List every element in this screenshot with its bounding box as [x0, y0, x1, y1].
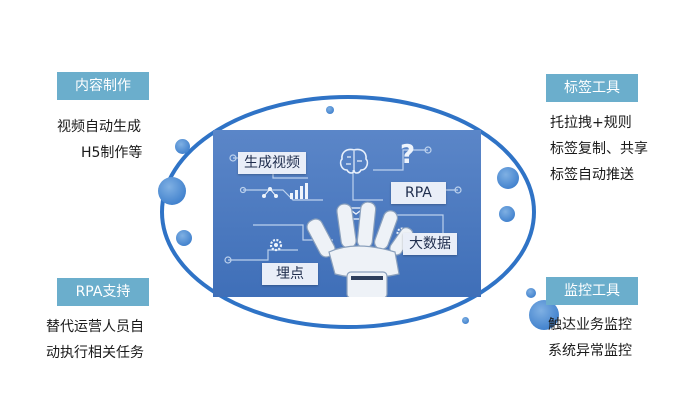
monitor-tool-desc: 触达业务监控 系统异常监控	[548, 312, 632, 364]
desc-line: 托拉拽+规则	[550, 115, 632, 131]
desc-line: 动执行相关任务	[46, 345, 144, 361]
ring-dot	[326, 106, 334, 114]
desc-line: 系统异常监控	[548, 343, 632, 359]
ring-dot	[158, 177, 186, 205]
ring-dot	[175, 139, 190, 154]
label-tracking-point: 埋点	[262, 263, 318, 285]
label-generate-video: 生成视频	[238, 152, 306, 174]
ring-dot	[529, 300, 559, 330]
ring-dot	[462, 317, 469, 324]
desc-line: 标签自动推送	[550, 167, 634, 183]
ring-dot	[176, 230, 192, 246]
network-icon	[262, 187, 278, 198]
ring-dot	[526, 288, 536, 298]
bar-chart-icon	[290, 183, 308, 199]
center-illustration: ? 生成视频 RPA	[213, 130, 481, 297]
content-production-tag: 内容制作	[57, 72, 149, 100]
ring-dot	[497, 167, 519, 189]
label-rpa: RPA	[391, 182, 446, 204]
brain-icon	[339, 148, 369, 174]
robot-hand-illustration	[306, 201, 414, 297]
content-production-desc: 视频自动生成 H5制作等	[57, 114, 142, 166]
monitor-tool-tag: 监控工具	[546, 277, 638, 305]
rpa-support-desc: 替代运营人员自 动执行相关任务	[46, 314, 144, 366]
desc-line: H5制作等	[81, 145, 143, 161]
tag-tool-tag: 标签工具	[546, 74, 638, 102]
question-mark-icon: ?	[400, 140, 416, 170]
gear-icon	[269, 238, 283, 252]
desc-line: 视频自动生成	[57, 119, 141, 135]
desc-line: 标签复制、共享	[550, 141, 648, 157]
desc-line: 触达业务监控	[548, 317, 632, 333]
ring-dot	[499, 206, 515, 222]
label-big-data: 大数据	[403, 233, 457, 255]
tag-tool-desc: 托拉拽+规则 标签复制、共享 标签自动推送	[550, 110, 648, 188]
rpa-support-tag: RPA支持	[57, 278, 149, 306]
desc-line: 替代运营人员自	[46, 319, 144, 335]
